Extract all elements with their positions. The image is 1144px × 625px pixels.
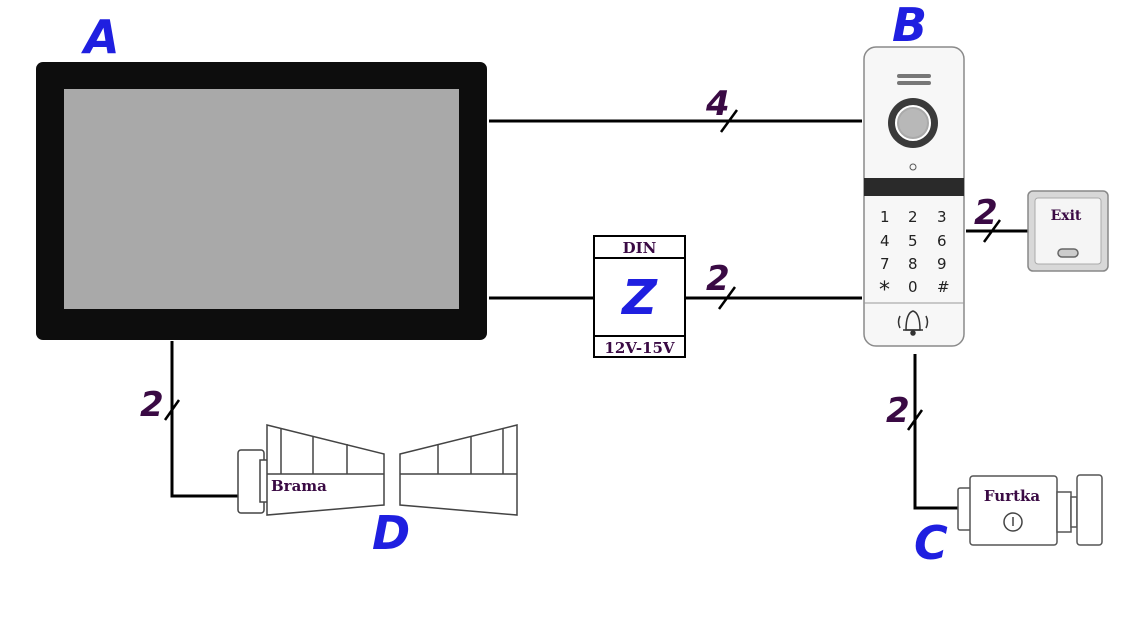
keypad-key[interactable]: 4 xyxy=(880,232,890,250)
slash-psu-to-station xyxy=(717,286,737,310)
count-psu-to-station: 2 xyxy=(706,259,730,299)
count-monitor-to-station: 4 xyxy=(705,84,730,124)
power-supply xyxy=(593,235,686,358)
wire-station-to-lock xyxy=(913,354,962,510)
lock-striker-bar xyxy=(1070,496,1078,528)
psu-letter: Z xyxy=(620,270,658,326)
keypad-key[interactable]: 9 xyxy=(937,255,947,273)
keypad-key[interactable]: 1 xyxy=(880,208,890,226)
monitor xyxy=(36,62,487,340)
count-monitor-to-gate: 2 xyxy=(140,385,164,425)
count-station-to-exit: 2 xyxy=(974,193,998,233)
microphone-icon xyxy=(909,163,917,171)
psu-body xyxy=(593,257,686,337)
keypad-key[interactable]: 0 xyxy=(908,278,918,296)
gate-label: Brama xyxy=(271,477,327,495)
keypad-key[interactable]: 3 xyxy=(937,208,947,226)
keypad-key[interactable]: * xyxy=(879,278,890,303)
psu-bottom-tab xyxy=(593,335,686,358)
gate-leaf-left xyxy=(266,424,385,516)
monitor-screen xyxy=(64,89,459,309)
keypad-key[interactable]: 8 xyxy=(908,255,918,273)
gate-leaf-right xyxy=(399,424,518,516)
door-station: 1 2 3 4 5 6 7 8 9 * 0 # xyxy=(863,46,965,347)
keypad-key[interactable]: 7 xyxy=(880,255,890,273)
camera-icon xyxy=(888,98,938,148)
wire-monitor-to-gate xyxy=(170,341,240,498)
wires xyxy=(170,119,1028,510)
exit-button[interactable] xyxy=(1027,190,1109,272)
psu-top-label: DIN xyxy=(623,239,657,257)
lock-striker-plate xyxy=(1056,491,1072,533)
gate-letter: D xyxy=(372,506,410,560)
gate-lock xyxy=(957,474,1103,546)
keypad-key[interactable]: 5 xyxy=(908,232,918,250)
slash-station-to-lock xyxy=(906,409,924,431)
keypad: 1 2 3 4 5 6 7 8 9 * 0 # xyxy=(879,208,950,303)
keypad-key[interactable]: 2 xyxy=(908,208,918,226)
exit-button-led xyxy=(1057,248,1079,258)
station-letter: B xyxy=(892,0,927,52)
slash-monitor-to-gate xyxy=(163,399,181,421)
slash-monitor-to-station xyxy=(719,109,739,133)
slash-station-to-exit xyxy=(982,219,1002,243)
monitor-letter: A xyxy=(81,10,120,64)
exit-button-label: Exit xyxy=(1051,208,1082,224)
keypad-key[interactable]: 6 xyxy=(937,232,947,250)
bell-icon[interactable] xyxy=(897,310,929,336)
card-reader-strip xyxy=(864,178,964,196)
speaker-grille xyxy=(897,74,931,78)
gate-lock-letter: C xyxy=(914,516,948,570)
gate-lock-label: Furtka xyxy=(984,487,1041,505)
gate xyxy=(237,424,518,516)
keypad-key[interactable]: # xyxy=(937,278,950,296)
speaker-grille xyxy=(897,81,931,85)
psu-bottom-label: 12V-15V xyxy=(604,339,675,357)
count-station-to-lock: 2 xyxy=(886,391,910,431)
exit-button-face xyxy=(1034,197,1102,265)
wire-slashes xyxy=(163,109,1002,431)
lock-keeper xyxy=(1076,474,1103,546)
